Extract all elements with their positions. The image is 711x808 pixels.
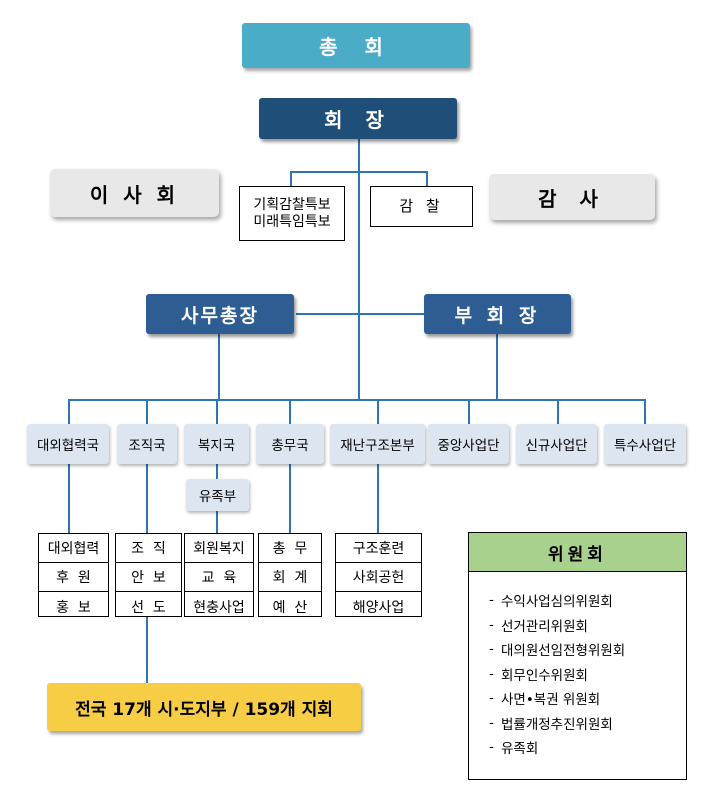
connector [557, 399, 559, 424]
connector [468, 399, 470, 424]
duty-cell: 안 보 [116, 563, 181, 592]
duty-cell: 현충사업 [193, 599, 245, 616]
department-node: 신규사업단 [516, 424, 597, 464]
department-node: 총무국 [256, 424, 324, 464]
connector [290, 171, 292, 186]
duty-cell: 해양사업 [352, 599, 405, 616]
duty-cell: 홍 보 [56, 599, 91, 616]
connector [289, 399, 291, 424]
connector [68, 399, 70, 424]
duty-column-organization: 조 직 안 보 선 도 [115, 533, 182, 617]
duty-cell: 조 직 [116, 534, 181, 563]
duty-column-general-affairs: 총 무 회 계 예 산 [258, 533, 322, 617]
connector [644, 399, 646, 424]
duty-column-external: 대외협력 후 원 홍 보 [38, 533, 109, 617]
vice-president-node: 부 회 장 [424, 294, 571, 334]
special-advisors-node: 기획감찰특보 미래특임특보 [239, 186, 345, 241]
department-node: 조직국 [117, 424, 177, 464]
connector [426, 171, 428, 186]
auditor-node: 감 사 [489, 174, 655, 220]
connector [377, 464, 379, 533]
duty-cell: 구조훈련 [336, 534, 421, 563]
connector [216, 464, 218, 479]
connector [289, 464, 291, 533]
duty-cell: 대외협력 [39, 534, 108, 563]
department-node: 복지국 [184, 424, 249, 464]
department-node: 대외협력국 [27, 424, 109, 464]
department-node: 중앙사업단 [428, 424, 509, 464]
connector [146, 617, 148, 683]
duty-cell: 회원복지 [185, 534, 253, 563]
committee-item: -수익사업심의위원회 [489, 592, 613, 611]
connector [218, 334, 220, 400]
connector [216, 399, 218, 424]
duty-cell: 후 원 [39, 563, 108, 592]
committee-item: -유족회 [489, 739, 539, 758]
connector [377, 399, 379, 424]
duty-cell: 선 도 [131, 599, 166, 616]
connector [146, 399, 148, 424]
president-node: 회 장 [259, 98, 457, 139]
duty-column-welfare: 회원복지 교 육 현충사업 [184, 533, 254, 617]
connector [216, 511, 218, 533]
connector [496, 334, 498, 400]
duty-cell: 교 육 [185, 563, 253, 592]
committee-item: -사면•복권 위원회 [489, 690, 601, 709]
committee-box: 위원회 -수익사업심의위원회 -선거관리위원회 -대의원선임전형위원회 -회무인… [468, 532, 687, 780]
duty-cell: 사회공헌 [336, 563, 421, 592]
committee-list: -수익사업심의위원회 -선거관리위원회 -대의원선임전형위원회 -회무인수위원회… [469, 572, 686, 760]
committee-item: -법률개정추진위원회 [489, 714, 613, 733]
connector [146, 464, 148, 533]
duty-cell: 회 계 [259, 563, 321, 592]
connector [68, 464, 70, 533]
connector [290, 171, 428, 173]
welfare-sub-node: 유족부 [186, 479, 249, 511]
department-node: 재난구조본부 [330, 424, 425, 464]
special-advisor-label: 기획감찰특보 [253, 196, 331, 213]
duty-column-disaster: 구조훈련 사회공헌 해양사업 [335, 533, 422, 617]
duty-cell: 총 무 [259, 534, 321, 563]
secretary-general-node: 사무총장 [146, 294, 294, 334]
connector [296, 313, 424, 315]
committee-item: -회무인수위원회 [489, 665, 588, 684]
committee-title: 위원회 [469, 533, 686, 572]
department-node: 특수사업단 [604, 424, 686, 464]
general-assembly-node: 총 회 [242, 23, 470, 68]
branches-node: 전국 17개 시·도지부 / 159개 지회 [47, 683, 361, 731]
connector [358, 138, 360, 400]
duty-cell: 예 산 [272, 599, 308, 616]
special-advisor-label: 미래특임특보 [253, 213, 331, 230]
committee-item: -대의원선임전형위원회 [489, 641, 626, 660]
connector [68, 399, 646, 401]
committee-item: -선거관리위원회 [489, 616, 588, 635]
inspection-node: 감 찰 [370, 186, 473, 227]
board-node: 이 사 회 [50, 169, 219, 217]
